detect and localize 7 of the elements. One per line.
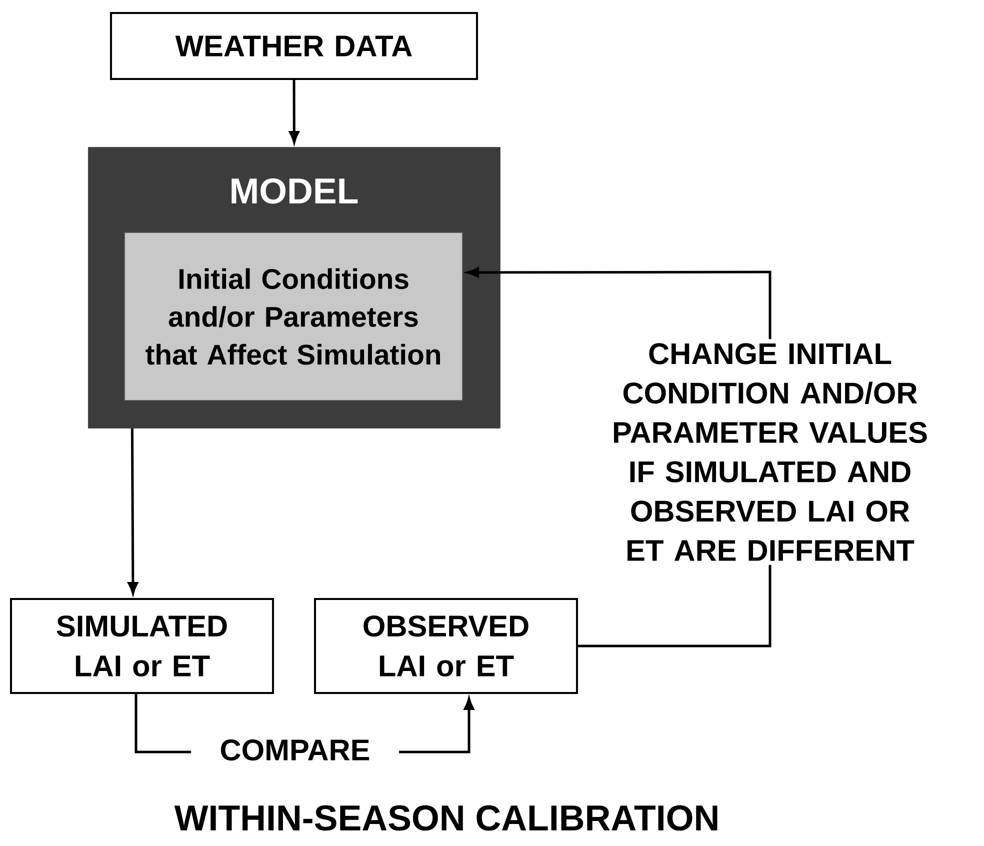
edge-label: COMPARE [191,735,399,765]
caption: WITHIN-SEASON CALIBRATION [174,805,718,831]
parameter-box: Initial Conditions and/or Parameters that Affect Simulation [124,232,463,401]
process-box: OBSERVED LAI or ET [314,598,578,694]
process-box: SIMULATED LAI or ET [10,598,274,694]
process-box: WEATHER DATA [110,12,478,80]
edge-label: CHANGE INITIAL CONDITION AND/OR PARAMETER VALUES IF SIMULATED AND OBSERVED LAI OR ET ARE DIFFERENT [556,339,984,565]
